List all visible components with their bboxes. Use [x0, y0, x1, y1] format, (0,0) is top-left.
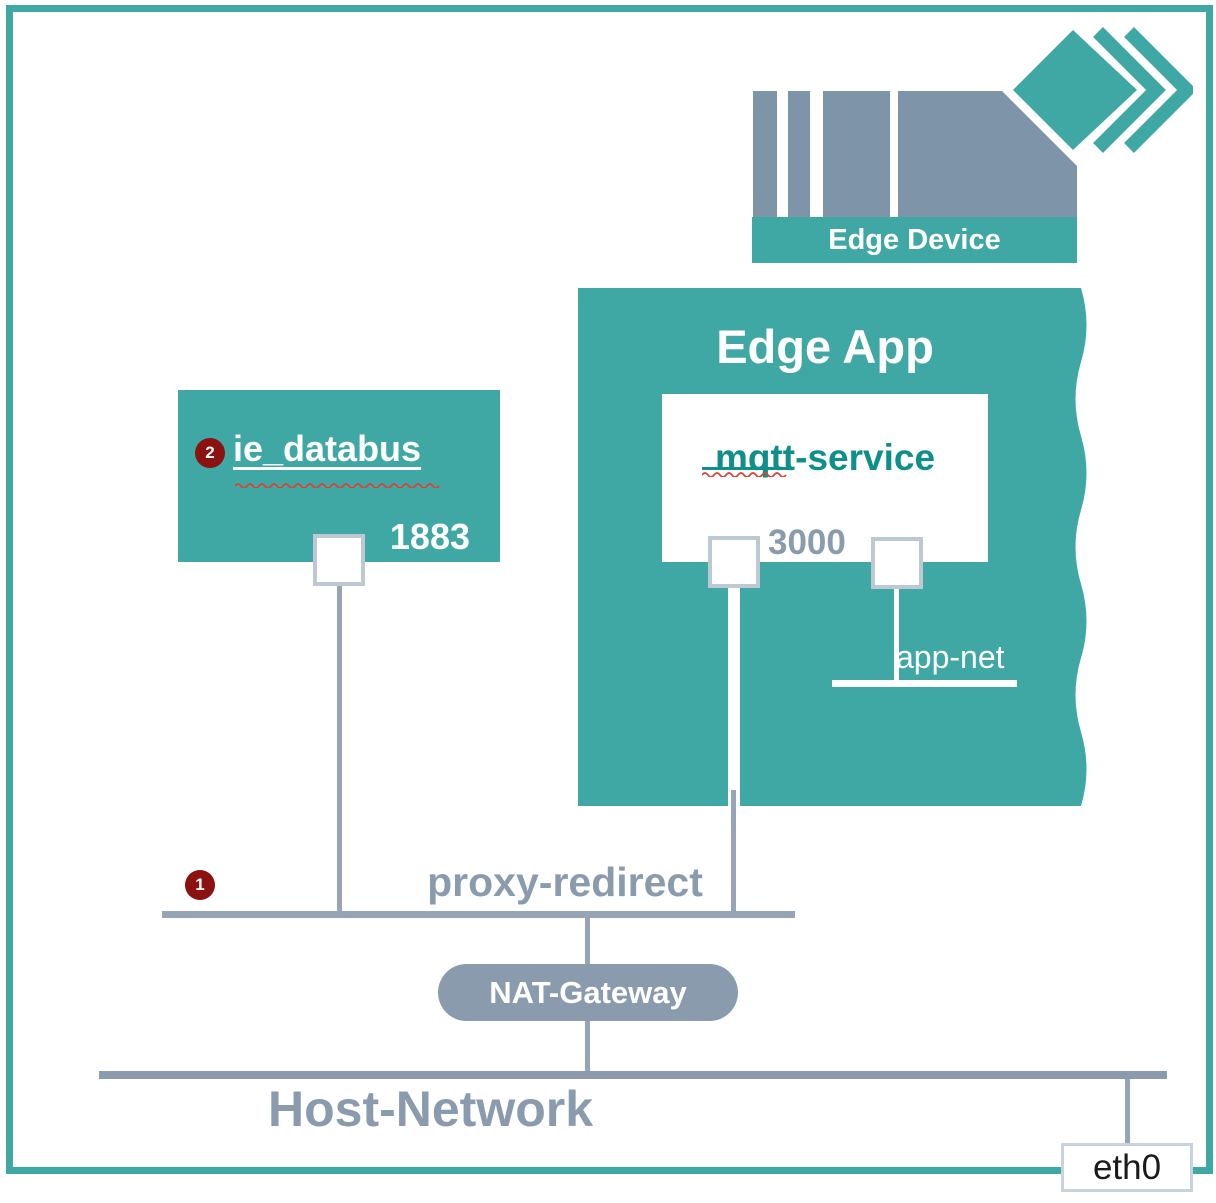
host-network-label: Host-Network [268, 1081, 594, 1137]
device-arrow-icon [1013, 27, 1193, 153]
mqtt-port-link-line [728, 586, 740, 806]
mqtt-service-label: mqtt-service [714, 437, 936, 478]
databus-port-connector [313, 534, 365, 586]
databus-port-label: 1883 [389, 516, 470, 557]
databus-to-proxy-line [337, 586, 342, 918]
edge-device-logo [752, 27, 1193, 263]
nat-to-host-line [585, 1021, 590, 1071]
edge-app-block: Edge App mqtt-service 3000 app-net [578, 288, 1092, 806]
proxy-redirect-bus [162, 911, 795, 918]
mqtt-port-label: 3000 [768, 523, 846, 562]
ie-databus-label: ie_databus [233, 428, 422, 469]
nat-gateway-pill: NAT-Gateway [438, 964, 738, 1021]
ie-databus-box: 2 ie_databus 1883 [178, 390, 500, 586]
device-label-band [752, 217, 1077, 263]
appnet-link-line [894, 589, 899, 680]
proxy-redirect-label: proxy-redirect [427, 859, 703, 905]
app-net-bus [832, 680, 1017, 687]
diagram-frame [6, 5, 1213, 1174]
step-badge-1: 1 [185, 870, 215, 900]
spellcheck-underline [235, 483, 440, 488]
device-flag-icon [753, 91, 1077, 217]
app-net-label: app-net [896, 639, 1005, 675]
edge-app-title: Edge App [716, 320, 934, 373]
step-badge-2: 2 [195, 438, 225, 468]
spellcheck-underline [702, 472, 787, 477]
proxy-to-nat-line [585, 918, 590, 964]
eth0-box: eth0 [1061, 1143, 1193, 1192]
mqtt-to-proxy-line [731, 790, 736, 918]
appnet-port-connector [871, 537, 923, 589]
edge-device-label: Edge Device [828, 223, 1001, 256]
mqtt-port-connector [708, 536, 760, 588]
host-network-bus [99, 1071, 1167, 1079]
mqtt-service-box: mqtt-service 3000 [662, 394, 988, 562]
mqtt-underline [702, 467, 794, 470]
host-to-eth0-line [1125, 1078, 1130, 1144]
edge-app-torn-edge [1060, 288, 1087, 806]
